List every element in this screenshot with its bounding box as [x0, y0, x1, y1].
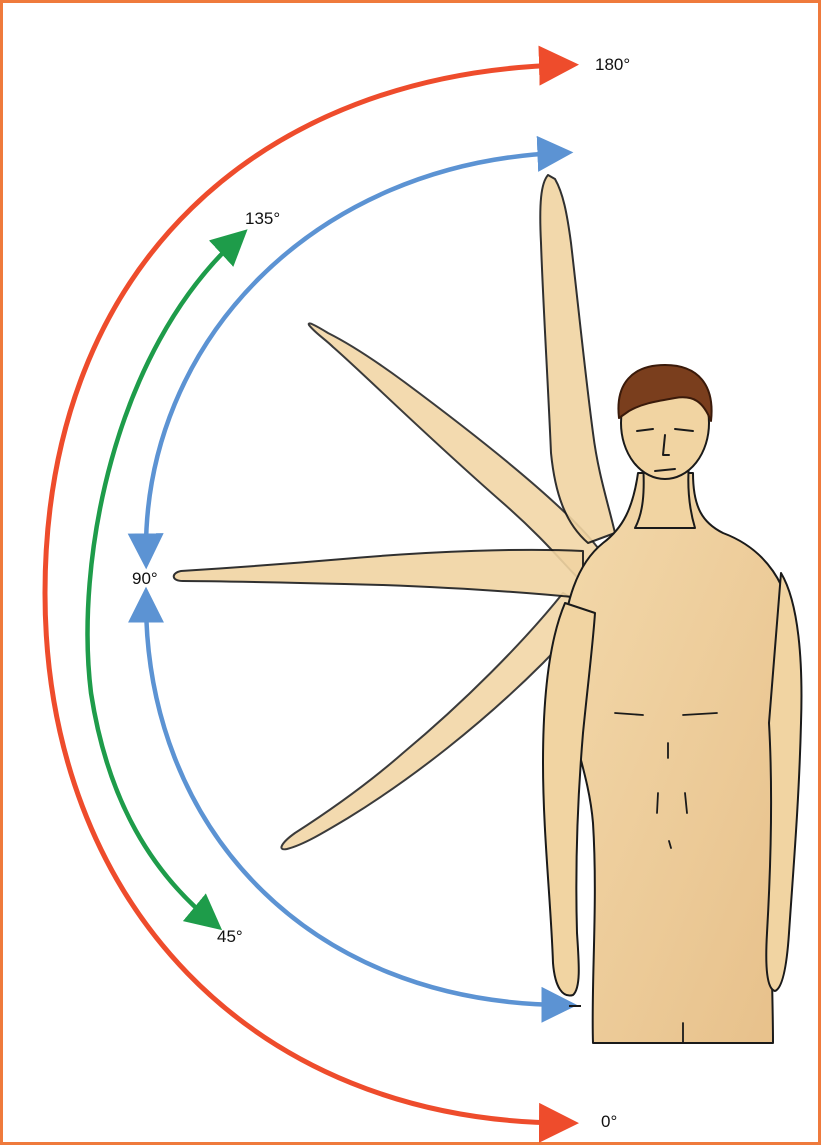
torso — [563, 473, 793, 1043]
label-45-degrees: 45° — [217, 928, 243, 945]
shoulder-abduction-diagram — [3, 3, 821, 1148]
arm-180 — [540, 175, 615, 543]
label-135-degrees: 135° — [245, 210, 280, 227]
arm-0 — [543, 603, 595, 996]
label-90-degrees: 90° — [132, 570, 158, 587]
label-0-degrees: 0° — [601, 1113, 617, 1130]
label-180-degrees: 180° — [595, 56, 630, 73]
arm-45 — [281, 593, 588, 849]
arm-90 — [174, 550, 583, 598]
red-arc-0-180 — [45, 65, 563, 1123]
human-figure — [174, 175, 802, 1043]
